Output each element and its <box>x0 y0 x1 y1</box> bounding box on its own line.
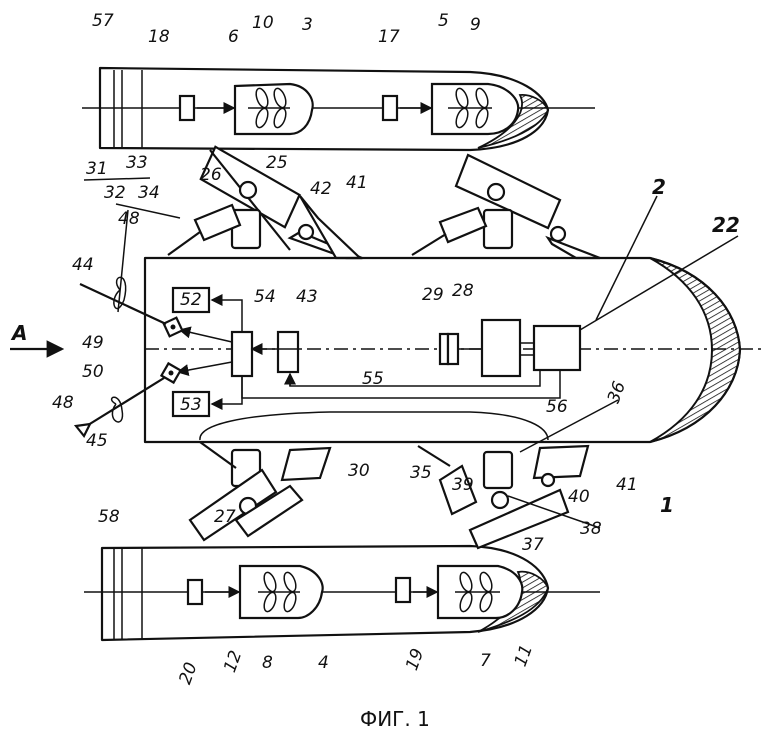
control-unit-54 <box>232 332 252 376</box>
label-50: 50 <box>82 362 104 382</box>
label-29: 29 <box>422 285 444 305</box>
label-48-upper: 48 <box>118 209 140 229</box>
label-10: 10 <box>252 13 274 33</box>
label-35: 35 <box>410 463 432 483</box>
label-32: 32 <box>104 183 126 203</box>
label-43: 43 <box>296 287 318 307</box>
label-38: 38 <box>580 519 602 539</box>
label-40: 40 <box>568 487 590 507</box>
label-58: 58 <box>98 507 120 527</box>
label-41-upper: 41 <box>346 173 368 193</box>
label-56: 56 <box>546 397 568 417</box>
engine-2 <box>482 320 520 376</box>
label-44: 44 <box>72 255 94 275</box>
upper-connecting-arms <box>168 145 600 258</box>
label-2: 2 <box>652 175 666 199</box>
label-17: 17 <box>378 27 400 47</box>
label-20: 20 <box>175 660 201 687</box>
label-11: 11 <box>511 642 537 669</box>
label-36: 36 <box>604 379 630 406</box>
label-39: 39 <box>452 475 474 495</box>
label-45: 45 <box>86 431 108 451</box>
label-3: 3 <box>302 15 313 35</box>
main-hull-systems <box>173 288 580 416</box>
label-12: 12 <box>220 648 246 675</box>
label-19: 19 <box>402 646 428 673</box>
label-55: 55 <box>362 369 384 389</box>
label-54: 54 <box>254 287 276 307</box>
label-5: 5 <box>438 11 449 31</box>
label-7: 7 <box>480 651 491 671</box>
label-41-lower: 41 <box>616 475 638 495</box>
generator-22 <box>534 326 580 370</box>
label-48-lower: 48 <box>52 393 74 413</box>
upper-pontoon-hull <box>82 68 595 150</box>
label-1: 1 <box>660 493 674 517</box>
label-26: 26 <box>200 165 222 185</box>
label-8: 8 <box>262 653 273 673</box>
label-28: 28 <box>452 281 474 301</box>
label-42: 42 <box>310 179 332 199</box>
rudder-upper-icon <box>80 277 182 336</box>
lower-pontoon-hull <box>84 546 600 640</box>
label-37: 37 <box>522 535 544 555</box>
label-30: 30 <box>348 461 370 481</box>
label-57: 57 <box>92 11 114 31</box>
label-4: 4 <box>318 653 329 673</box>
label-31: 31 <box>86 159 108 179</box>
label-27: 27 <box>214 507 236 527</box>
lower-connecting-arms <box>190 442 588 548</box>
label-18: 18 <box>148 27 170 47</box>
figure-caption: ФИГ. 1 <box>360 707 430 731</box>
unit-43 <box>278 332 298 372</box>
label-53: 53 <box>180 395 202 415</box>
label-9: 9 <box>470 15 481 35</box>
label-6: 6 <box>228 27 239 47</box>
label-25: 25 <box>266 153 288 173</box>
label-33: 33 <box>126 153 148 173</box>
label-22: 22 <box>712 213 740 237</box>
view-arrow-label: A <box>10 321 27 345</box>
label-52: 52 <box>180 290 202 310</box>
label-34: 34 <box>138 183 160 203</box>
label-49: 49 <box>82 333 104 353</box>
